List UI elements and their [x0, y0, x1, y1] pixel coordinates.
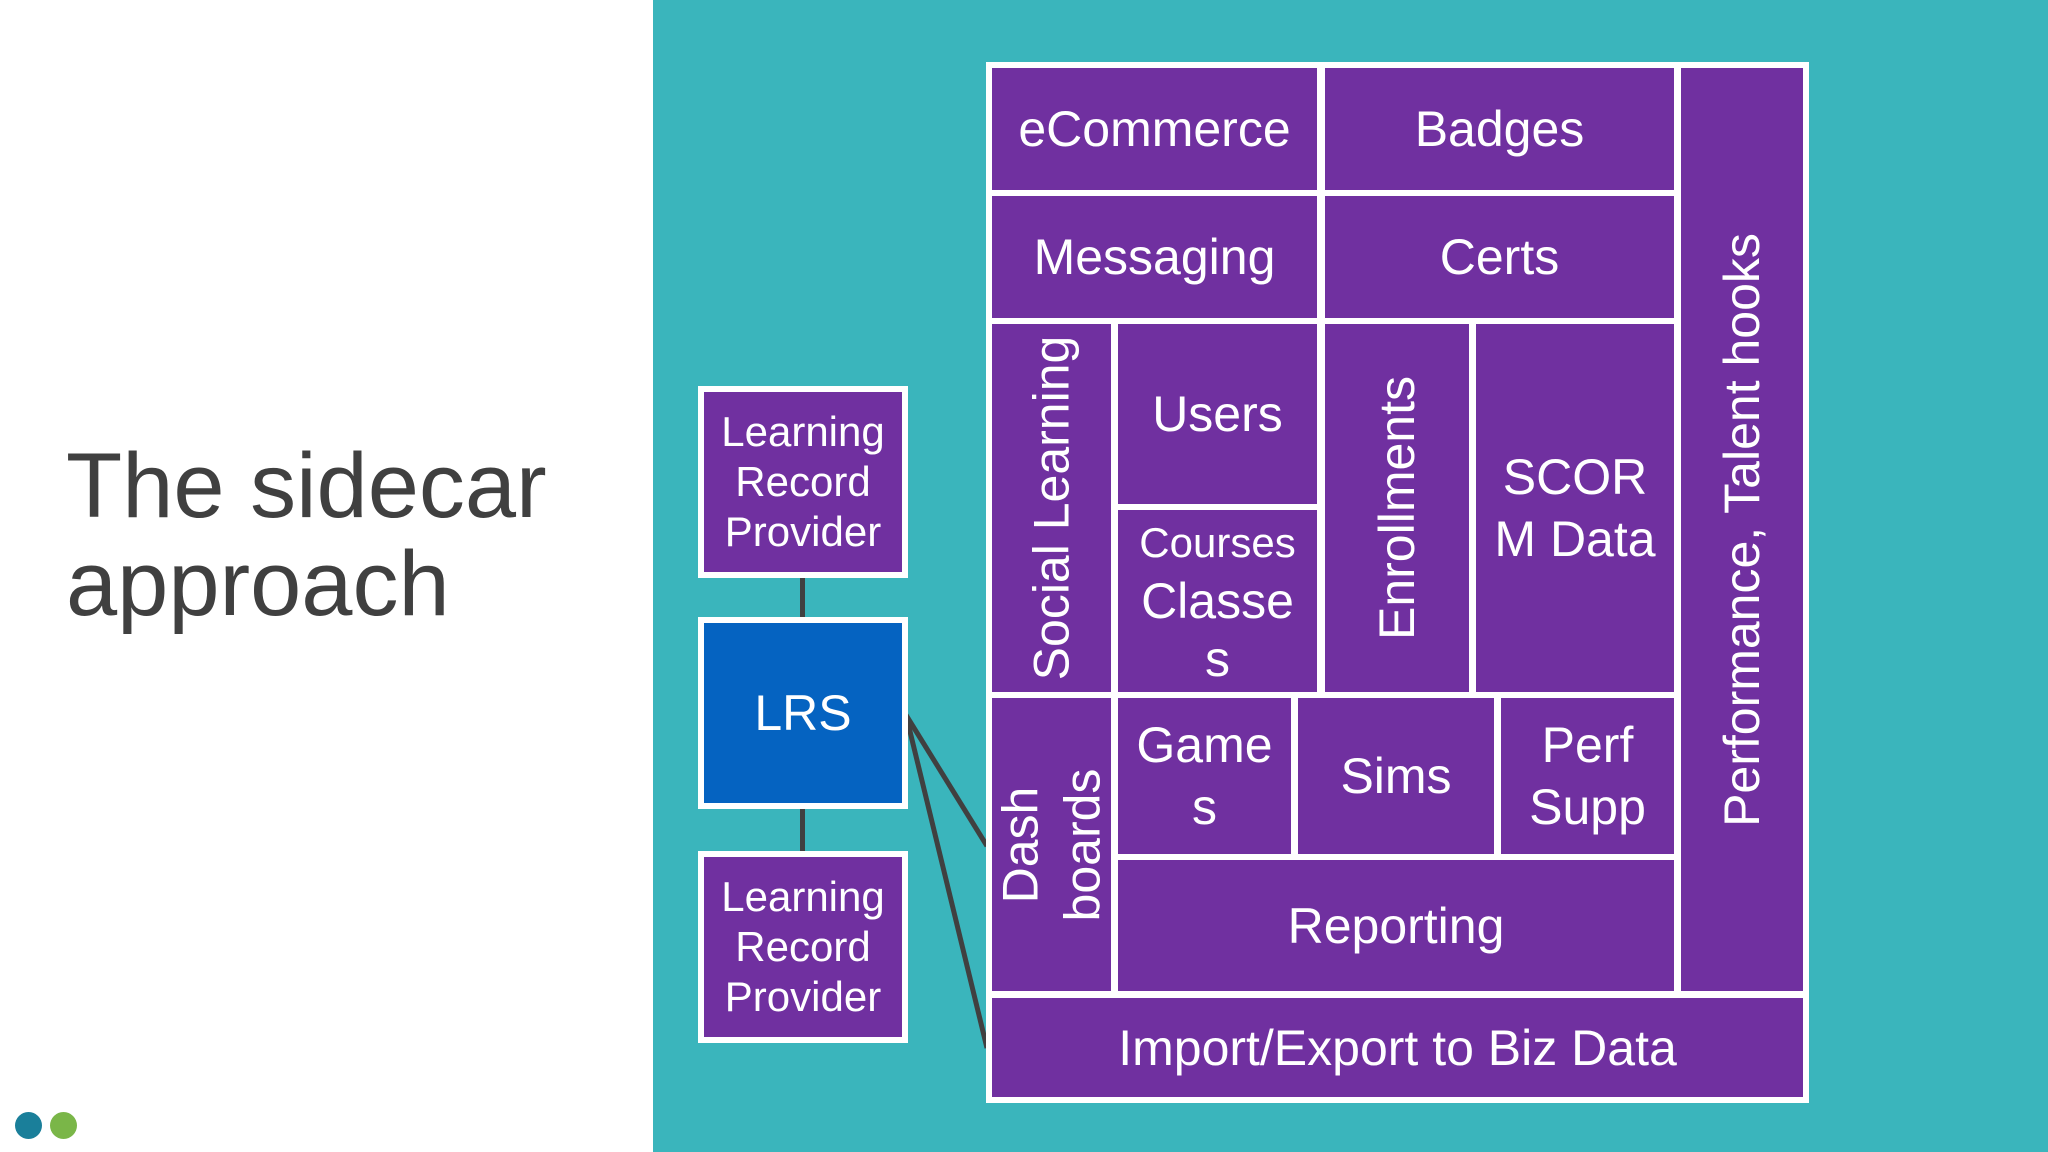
messaging-label: Messaging	[1033, 229, 1276, 285]
perf-supp-block: Perf Supp	[1495, 692, 1680, 860]
slide-title: The sidecar approach	[66, 437, 626, 633]
connector-top	[800, 574, 805, 618]
dashboards-label-line-1: Dash	[992, 786, 1049, 903]
social-learning-block: Social Learning	[986, 318, 1117, 698]
ecommerce-block: eCommerce	[986, 62, 1323, 196]
sims-block: Sims	[1292, 692, 1500, 860]
courses-classes-block: Courses Classe s	[1112, 504, 1323, 698]
import-export-label: Import/Export to Biz Data	[1118, 1019, 1677, 1076]
lrs-link-dashboards	[903, 713, 990, 848]
connector-bottom	[800, 807, 805, 852]
classes-label-line-1: Classe	[1141, 573, 1294, 629]
classes-label-line-2: s	[1205, 631, 1230, 687]
performance-talent-block: Performance, Talent hooks	[1675, 62, 1809, 997]
users-block: Users	[1112, 318, 1323, 510]
sims-label: Sims	[1340, 748, 1452, 804]
provider-top-line-1: Learning	[721, 408, 885, 455]
scorm-data-block: SCOR M Data	[1470, 318, 1680, 698]
games-label-line-2: s	[1191, 779, 1217, 835]
title-line-1: The sidecar	[66, 435, 547, 537]
badges-block: Badges	[1319, 62, 1680, 196]
certs-block: Certs	[1319, 190, 1680, 324]
ecommerce-label: eCommerce	[1018, 101, 1291, 157]
provider-top-line-3: Provider	[724, 508, 882, 555]
courses-label: Courses	[1139, 519, 1296, 566]
logo-dot-green	[50, 1112, 77, 1139]
provider-bottom-line-2: Record	[735, 923, 871, 970]
games-label-line-1: Game	[1136, 717, 1273, 773]
import-export-block: Import/Export to Biz Data	[986, 992, 1809, 1103]
social-learning-label: Social Learning	[1023, 335, 1080, 681]
logo-dot-teal	[15, 1112, 42, 1139]
enrollments-label: Enrollments	[1369, 376, 1425, 640]
badges-label: Badges	[1414, 101, 1585, 157]
learning-record-provider-bottom: Learning Record Provider	[698, 851, 908, 1043]
dashboards-block: Dash boards	[986, 692, 1117, 997]
enrollments-block: Enrollments	[1319, 318, 1475, 698]
lrs-box: LRS	[698, 617, 908, 809]
certs-label: Certs	[1439, 229, 1560, 285]
perf-supp-label-line-2: Supp	[1529, 779, 1646, 835]
messaging-block: Messaging	[986, 190, 1323, 324]
lrs-link-import-export	[903, 714, 990, 1049]
dashboards-label-line-2: boards	[1054, 768, 1111, 921]
games-block: Game s	[1112, 692, 1297, 860]
performance-talent-label: Performance, Talent hooks	[1714, 232, 1771, 827]
reporting-block: Reporting	[1112, 854, 1680, 997]
users-label: Users	[1152, 386, 1283, 442]
perf-supp-label-line-1: Perf	[1541, 717, 1634, 773]
scorm-label-line-2: M Data	[1494, 511, 1656, 567]
learning-record-provider-top: Learning Record Provider	[698, 386, 908, 578]
reporting-label: Reporting	[1287, 897, 1505, 954]
provider-bottom-line-1: Learning	[721, 873, 885, 920]
title-line-2: approach	[66, 533, 450, 635]
scorm-label-line-1: SCOR	[1502, 449, 1648, 505]
provider-bottom-line-3: Provider	[724, 973, 882, 1020]
lrs-label: LRS	[754, 685, 852, 741]
provider-top-line-2: Record	[735, 458, 871, 505]
